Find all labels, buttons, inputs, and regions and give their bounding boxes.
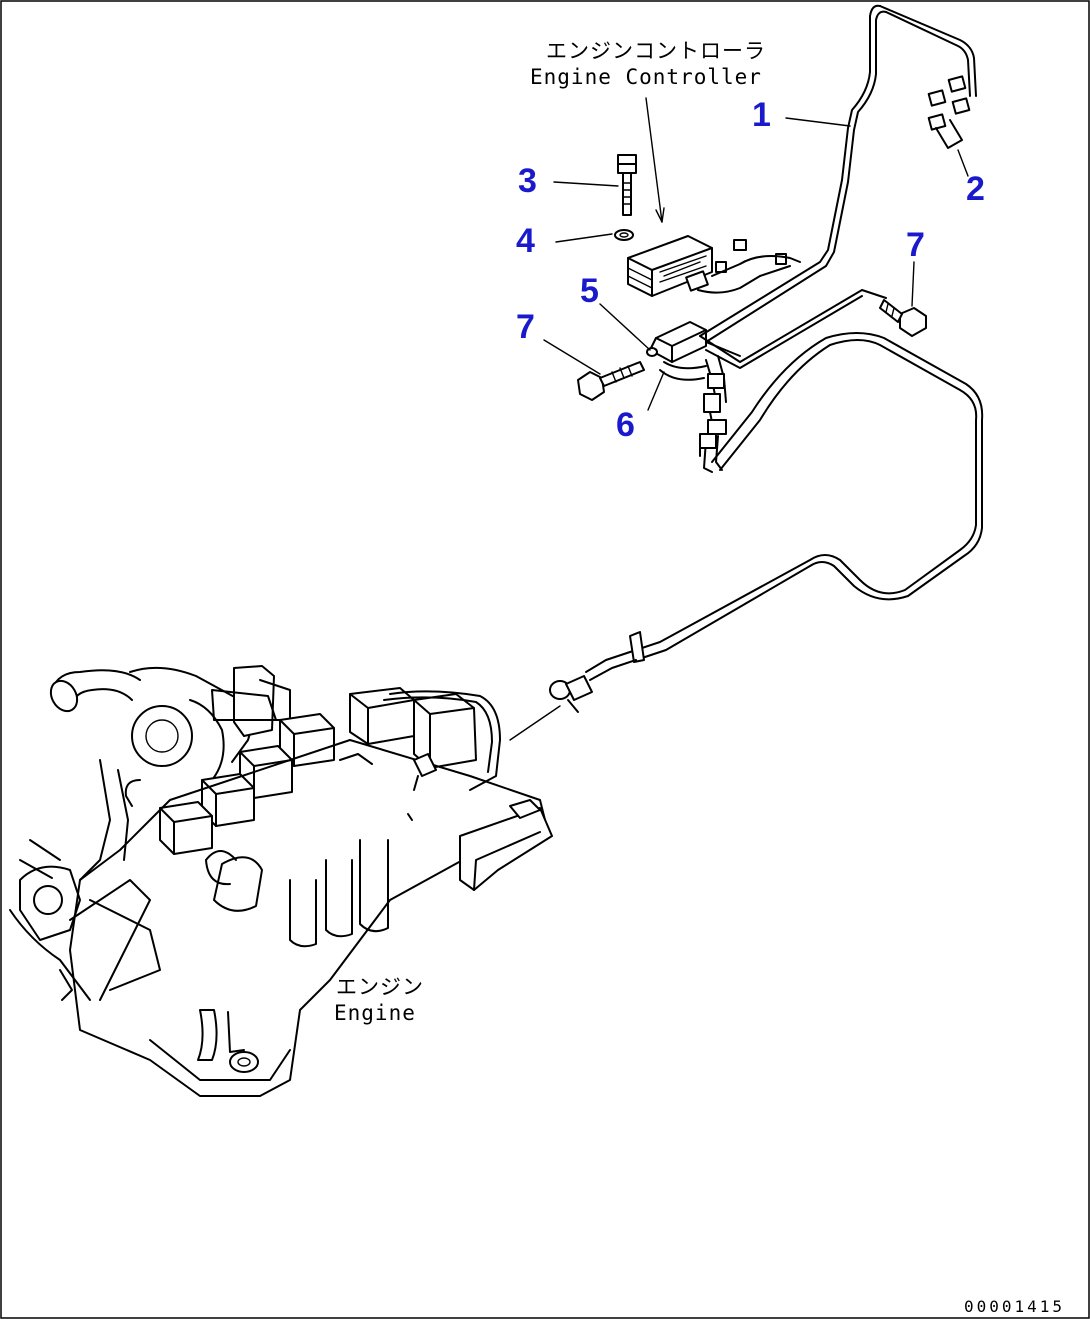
drawing-code: 00001415 xyxy=(964,1297,1065,1316)
connectors-2 xyxy=(927,75,971,149)
callout-7-left: 7 xyxy=(516,308,535,346)
controller-label-jp: エンジンコントローラ xyxy=(546,39,766,63)
controller-label-en: Engine Controller xyxy=(530,65,762,89)
main-harness xyxy=(509,289,984,741)
engine-assembly xyxy=(9,665,553,1097)
bracket-5 xyxy=(646,321,707,363)
leader-lines xyxy=(543,97,969,411)
engine-label-jp: エンジン xyxy=(336,975,424,999)
engine-label-en: Engine xyxy=(334,1001,416,1025)
clamp-6 xyxy=(659,361,707,381)
callout-4: 4 xyxy=(516,222,535,260)
washer-4 xyxy=(614,229,634,241)
engine-controller xyxy=(627,235,801,297)
bolt-3 xyxy=(617,154,637,216)
callout-1: 1 xyxy=(752,96,771,134)
callout-5: 5 xyxy=(580,272,599,310)
bolt-7-left xyxy=(577,361,645,401)
callout-2: 2 xyxy=(966,170,985,208)
callout-3: 3 xyxy=(518,162,537,200)
bolt-7-right xyxy=(879,299,927,337)
wiring-harness-1 xyxy=(699,4,977,343)
callout-7-right: 7 xyxy=(906,226,925,264)
callout-6: 6 xyxy=(616,406,635,444)
